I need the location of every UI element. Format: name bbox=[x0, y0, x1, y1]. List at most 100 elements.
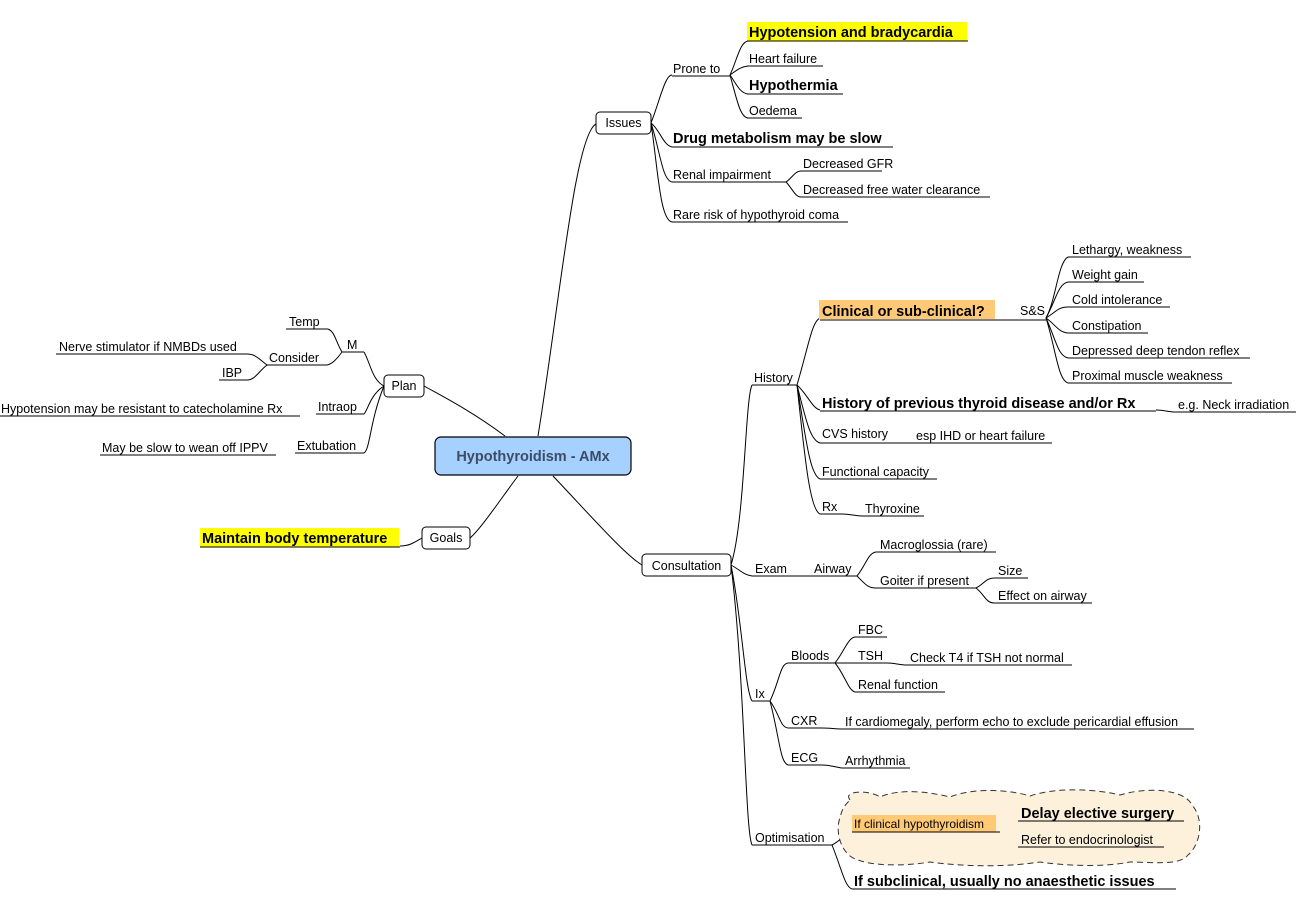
connector-arrhythmia bbox=[821, 764, 843, 769]
ss-label[interactable]: S&S bbox=[1020, 304, 1045, 318]
connector-issues bbox=[537, 123, 597, 437]
ibp-label[interactable]: IBP bbox=[222, 366, 242, 380]
functional-capacity-label[interactable]: Functional capacity bbox=[822, 465, 930, 479]
ss-item-reflex[interactable]: Depressed deep tendon reflex bbox=[1072, 344, 1240, 358]
ss-item-proximal[interactable]: Proximal muscle weakness bbox=[1072, 369, 1223, 383]
rx-label[interactable]: Rx bbox=[822, 500, 838, 514]
clinical-subclinical-label[interactable]: Clinical or sub-clinical? bbox=[822, 304, 985, 320]
subclinical-label[interactable]: If subclinical, usually no anaesthetic i… bbox=[854, 874, 1155, 890]
connector-cvs bbox=[796, 384, 821, 444]
plan-node-box[interactable] bbox=[383, 374, 425, 398]
ix-label[interactable]: Ix bbox=[755, 687, 765, 701]
extubation-label[interactable]: Extubation bbox=[297, 439, 356, 453]
goiter-label[interactable]: Goiter if present bbox=[880, 574, 969, 588]
prone-to-label[interactable]: Prone to bbox=[673, 62, 720, 76]
hypothyroid-coma-label[interactable]: Rare risk of hypothyroid coma bbox=[673, 208, 839, 222]
history-label[interactable]: History bbox=[754, 371, 794, 385]
size-label[interactable]: Size bbox=[998, 564, 1022, 578]
airway-label[interactable]: Airway bbox=[814, 562, 852, 576]
if-clinical-label[interactable]: If clinical hypothyroidism bbox=[854, 817, 984, 831]
connector-coma bbox=[650, 122, 673, 223]
connector-bloods bbox=[769, 662, 789, 702]
cvs-history-label[interactable]: CVS history bbox=[822, 427, 889, 441]
connector-history bbox=[730, 384, 753, 566]
central-node-box[interactable] bbox=[434, 436, 632, 476]
connector-optimisation bbox=[730, 564, 753, 846]
connector-lethargy bbox=[1045, 256, 1069, 319]
renal-function-label[interactable]: Renal function bbox=[858, 678, 938, 692]
fbc-label[interactable]: FBC bbox=[858, 623, 883, 637]
consultation-node-box[interactable] bbox=[641, 553, 732, 577]
connector-previous bbox=[796, 384, 821, 411]
ss-item-constipation[interactable]: Constipation bbox=[1072, 319, 1142, 333]
ss-item-lethargy[interactable]: Lethargy, weakness bbox=[1072, 243, 1182, 257]
maintain-temp-label[interactable]: Maintain body temperature bbox=[202, 531, 387, 547]
delay-surgery-label[interactable]: Delay elective surgery bbox=[1021, 806, 1174, 822]
ecg-label[interactable]: ECG bbox=[791, 751, 818, 765]
ihd-label[interactable]: esp IHD or heart failure bbox=[916, 429, 1045, 443]
macroglossia-label[interactable]: Macroglossia (rare) bbox=[880, 538, 988, 552]
previous-thyroid-label[interactable]: History of previous thyroid disease and/… bbox=[822, 396, 1135, 412]
connector-effect bbox=[975, 587, 995, 604]
optimisation-label[interactable]: Optimisation bbox=[755, 831, 825, 845]
cardiomegaly-label[interactable]: If cardiomegaly, perform echo to exclude… bbox=[845, 715, 1178, 729]
exam-label[interactable]: Exam bbox=[755, 562, 787, 576]
renal-impairment-label[interactable]: Renal impairment bbox=[673, 168, 771, 182]
effect-airway-label[interactable]: Effect on airway bbox=[998, 589, 1087, 603]
tsh-label[interactable]: TSH bbox=[858, 649, 883, 663]
connector-cardiomegaly bbox=[821, 727, 843, 730]
ss-item-weight[interactable]: Weight gain bbox=[1072, 268, 1138, 282]
m-label[interactable]: M bbox=[347, 338, 357, 352]
connector-check-t4 bbox=[886, 662, 907, 666]
connector-goals bbox=[469, 475, 519, 539]
connector-constipation bbox=[1045, 317, 1069, 334]
cxr-label[interactable]: CXR bbox=[791, 714, 817, 728]
highlight-hypotension bbox=[747, 22, 967, 41]
prone-item-heart-failure[interactable]: Heart failure bbox=[749, 52, 817, 66]
temp-label[interactable]: Temp bbox=[289, 315, 320, 329]
connector-thyroxine bbox=[841, 513, 863, 517]
connector-cold bbox=[1045, 306, 1069, 319]
catecholamine-label[interactable]: Hypotension may be resistant to catechol… bbox=[1, 402, 283, 416]
connector-heart-failure bbox=[729, 65, 749, 76]
prone-item-hypothermia[interactable]: Hypothermia bbox=[749, 78, 839, 94]
consultation-node-label: Consultation bbox=[652, 559, 722, 573]
connector-macroglossia bbox=[856, 551, 877, 577]
connector-goiter bbox=[856, 575, 877, 589]
neck-irradiation-label[interactable]: e.g. Neck irradiation bbox=[1178, 398, 1289, 412]
ss-item-cold[interactable]: Cold intolerance bbox=[1072, 293, 1162, 307]
connector-ibp bbox=[246, 364, 268, 381]
consider-label[interactable]: Consider bbox=[269, 351, 319, 365]
connector-size bbox=[975, 577, 995, 589]
bloods-label[interactable]: Bloods bbox=[791, 649, 829, 663]
highlight-clinical bbox=[819, 300, 995, 319]
refer-endocrinologist-label[interactable]: Refer to endocrinologist bbox=[1021, 833, 1154, 847]
underlines bbox=[0, 40, 1296, 890]
connector-ix bbox=[730, 564, 753, 702]
prone-item-oedema[interactable]: Oedema bbox=[749, 104, 797, 118]
arrhythmia-label[interactable]: Arrhythmia bbox=[845, 754, 905, 768]
intraop-label[interactable]: Intraop bbox=[318, 400, 357, 414]
nerve-stimulator-label[interactable]: Nerve stimulator if NMBDs used bbox=[59, 340, 237, 354]
drug-metabolism-label[interactable]: Drug metabolism may be slow bbox=[673, 131, 882, 147]
prone-item-hypotension[interactable]: Hypotension and bradycardia bbox=[749, 25, 954, 41]
connector-nerve bbox=[246, 353, 268, 366]
connectors bbox=[246, 40, 1176, 890]
goals-node-box[interactable] bbox=[421, 526, 471, 550]
highlight-maintain bbox=[200, 528, 399, 547]
connector-fbc bbox=[834, 636, 856, 664]
connector-consider bbox=[326, 351, 343, 366]
ippv-label[interactable]: May be slow to wean off IPPV bbox=[102, 441, 268, 455]
connector-renal bbox=[650, 122, 673, 183]
connector-consultation bbox=[552, 475, 643, 566]
check-t4-label[interactable]: Check T4 if TSH not normal bbox=[910, 651, 1064, 665]
thyroxine-label[interactable]: Thyroxine bbox=[865, 502, 920, 516]
connector-clinical bbox=[796, 317, 821, 386]
connector-drug bbox=[650, 122, 673, 148]
connector-ecg bbox=[769, 700, 789, 766]
connector-oedema bbox=[729, 74, 749, 119]
renal-item-fwc[interactable]: Decreased free water clearance bbox=[803, 183, 980, 197]
renal-item-gfr[interactable]: Decreased GFR bbox=[803, 157, 893, 171]
issues-node-box[interactable] bbox=[595, 111, 652, 135]
